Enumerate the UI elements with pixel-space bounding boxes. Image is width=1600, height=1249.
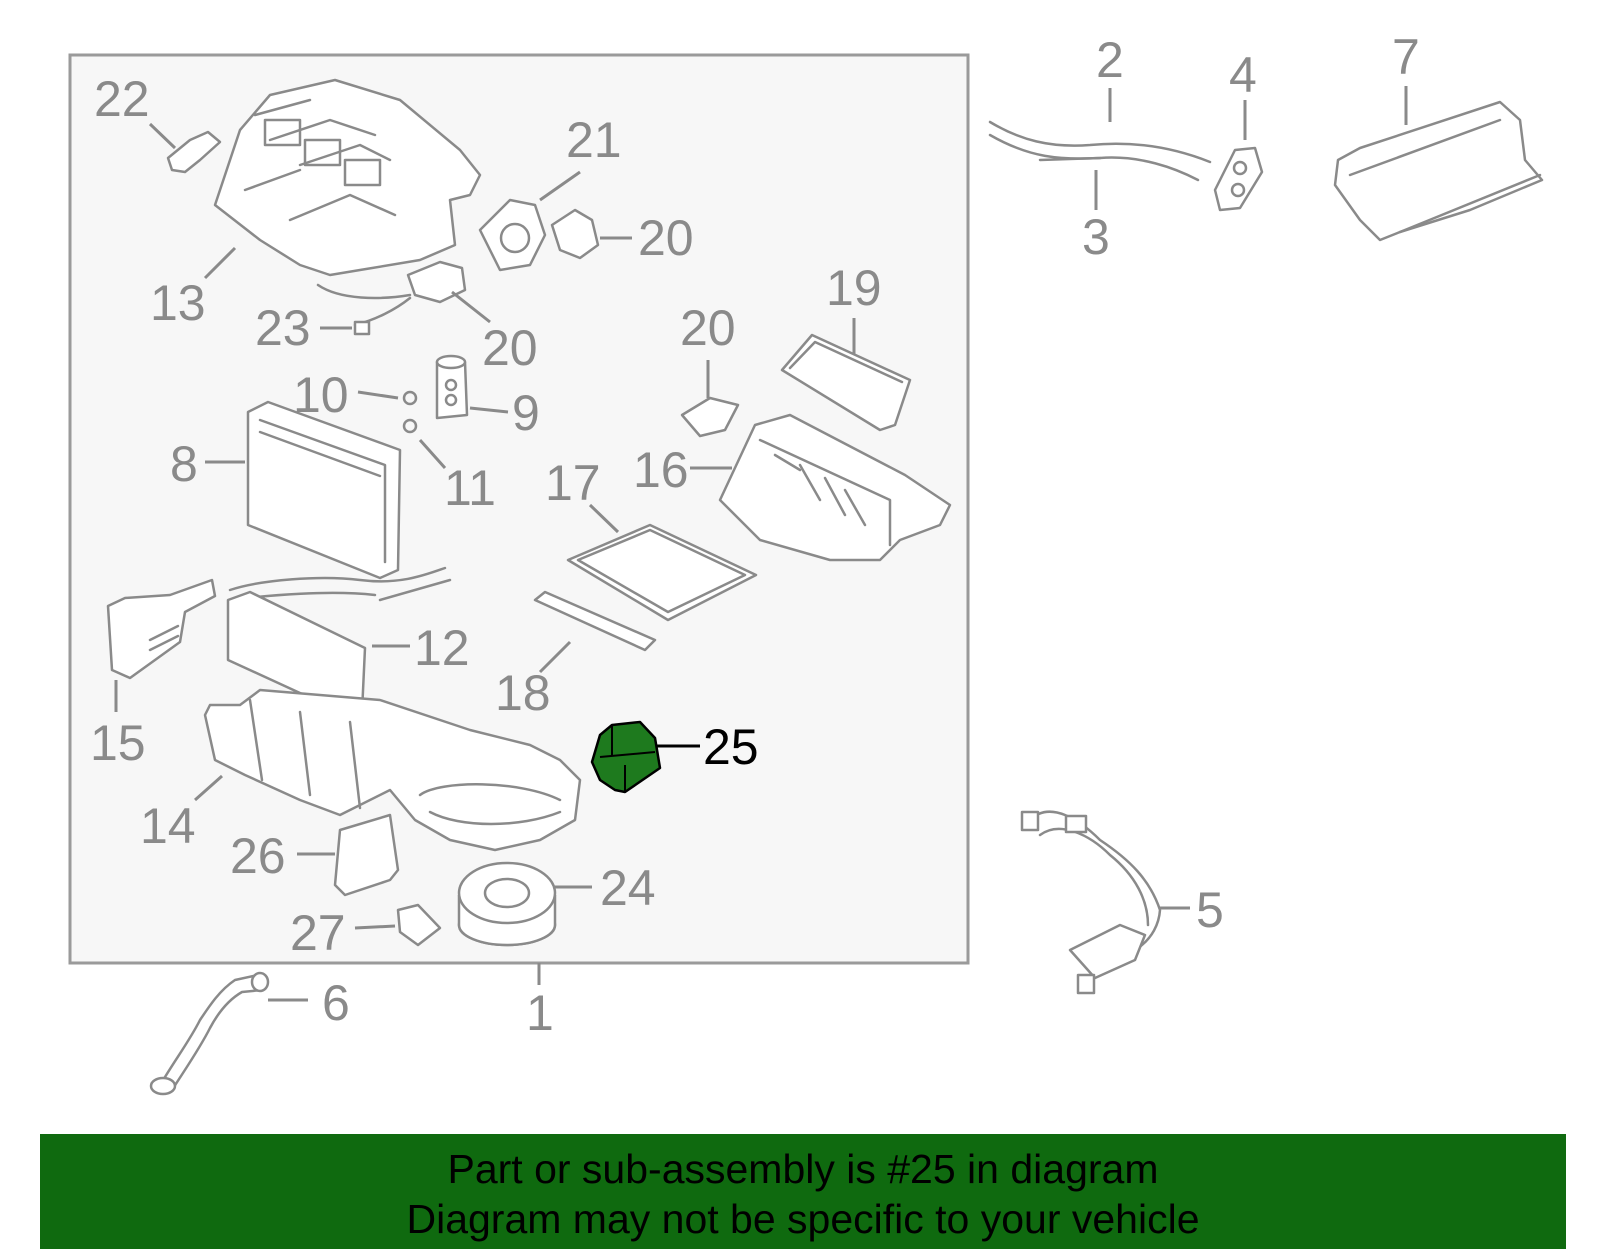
filter-cover-19: [780, 333, 912, 432]
callout-18: 18: [495, 665, 551, 721]
blower-case-16: [718, 413, 952, 562]
callout-12: 12: [414, 620, 470, 676]
blower-motor-24: [457, 861, 557, 947]
wiring-harness-5: [1020, 810, 1162, 995]
callout-7: 7: [1392, 29, 1420, 85]
blower-resistor-25: [590, 720, 662, 794]
callout-24: 24: [600, 860, 656, 916]
module-26: [333, 813, 400, 897]
callout-14: 14: [140, 798, 196, 854]
heater-case-upper: [213, 78, 482, 277]
callout-20c: 20: [680, 300, 736, 356]
callout-5: 5: [1196, 882, 1224, 938]
callout-11: 11: [444, 460, 496, 516]
filter-frame-18: [533, 590, 657, 652]
callout-20b: 20: [482, 320, 538, 376]
callout-26: 26: [230, 828, 286, 884]
callout-1: 1: [526, 985, 554, 1041]
actuator-20c: [680, 396, 740, 438]
clip-23: [353, 320, 371, 336]
info-banner: Part or sub-assembly is #25 in diagram D…: [40, 1134, 1566, 1249]
callout-23: 23: [255, 300, 311, 356]
sensor-22: [166, 130, 222, 174]
callout-20a: 20: [638, 210, 694, 266]
cabin-filter-17: [566, 523, 758, 622]
bracket-15: [106, 578, 217, 680]
callout-22: 22: [94, 71, 150, 127]
callout-6: 6: [322, 975, 350, 1031]
callout-13: 13: [150, 275, 206, 331]
callout-10: 10: [293, 367, 349, 423]
drain-hose-6: [149, 971, 270, 1096]
callout-17: 17: [545, 455, 601, 511]
banner-line-1: Part or sub-assembly is #25 in diagram: [447, 1146, 1159, 1192]
callout-21: 21: [566, 112, 622, 168]
actuator-20a: [550, 208, 600, 260]
callout-8: 8: [170, 436, 198, 492]
callout-15: 15: [90, 715, 146, 771]
duct-7: [1333, 100, 1544, 242]
ac-pipes-2-3: [988, 120, 1212, 182]
callout-19: 19: [826, 260, 882, 316]
actuator-20b: [406, 260, 467, 304]
callout-16: 16: [633, 442, 689, 498]
callout-3: 3: [1082, 209, 1110, 265]
callout-27: 27: [290, 905, 346, 961]
evaporator-8: [246, 400, 402, 580]
bracket-27: [396, 903, 442, 947]
expansion-valve-9: [435, 354, 469, 420]
seal-plate-4: [1213, 146, 1264, 212]
callout-4: 4: [1229, 47, 1257, 103]
actuator-21: [478, 198, 547, 272]
callout-25: 25: [703, 719, 759, 775]
banner-line-2: Diagram may not be specific to your vehi…: [406, 1196, 1200, 1242]
callout-9: 9: [512, 385, 540, 441]
callout-2: 2: [1096, 32, 1124, 88]
heater-case-lower: [203, 688, 582, 852]
